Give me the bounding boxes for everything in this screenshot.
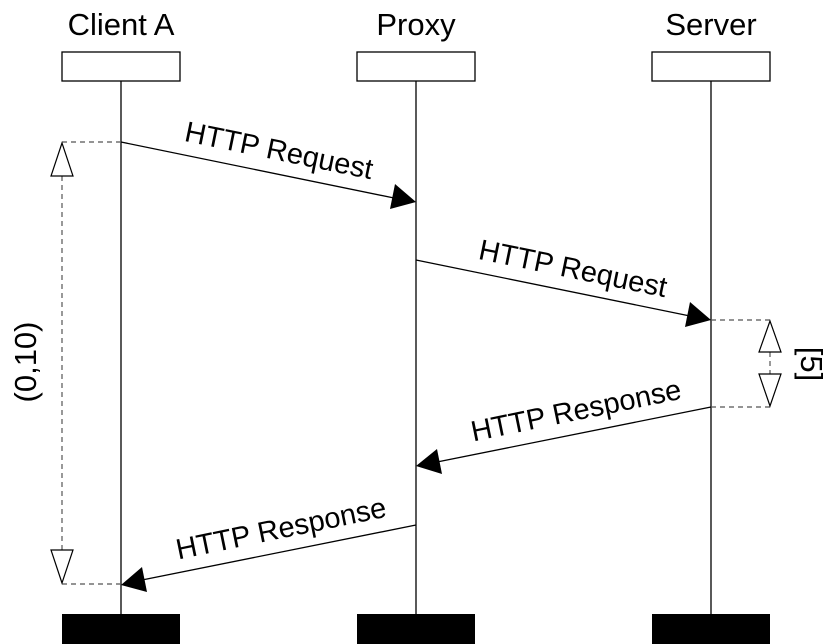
message-response-proxy-to-client: HTTP Response [121, 492, 417, 592]
participant-label-proxy: Proxy [376, 7, 456, 42]
message-label: HTTP Request [476, 234, 670, 304]
arrowhead [416, 449, 442, 474]
message-response-server-to-proxy: HTTP Response [416, 374, 712, 474]
arrowhead [390, 184, 416, 209]
constraint-arrow-down [50, 549, 74, 585]
arrowhead [685, 302, 711, 327]
message-label: HTTP Response [173, 492, 389, 566]
participant-foot-server [652, 614, 770, 644]
constraint-arrow-up [50, 141, 74, 177]
constraint-arrow-up [758, 319, 782, 353]
message-request-proxy-to-server: HTTP Request [415, 234, 711, 327]
arrowhead [121, 567, 147, 592]
duration-constraint-server: [5] [711, 319, 829, 408]
message-label: HTTP Request [182, 116, 376, 186]
participant-foot-client-a [62, 614, 180, 644]
participant-label-server: Server [665, 7, 756, 42]
participant-label-client-a: Client A [68, 7, 175, 42]
participant-head-client-a [61, 51, 181, 82]
participant-foot-proxy [357, 614, 475, 644]
constraint-label: (0,10) [8, 322, 43, 403]
constraint-label: [5] [794, 347, 829, 381]
time-constraint-client: (0,10) [8, 141, 121, 585]
message-request-client-to-proxy: HTTP Request [120, 116, 416, 209]
message-label: HTTP Response [468, 374, 684, 448]
participant-head-proxy [356, 51, 476, 82]
participant-head-server [651, 51, 771, 82]
constraint-arrow-down [758, 373, 782, 408]
